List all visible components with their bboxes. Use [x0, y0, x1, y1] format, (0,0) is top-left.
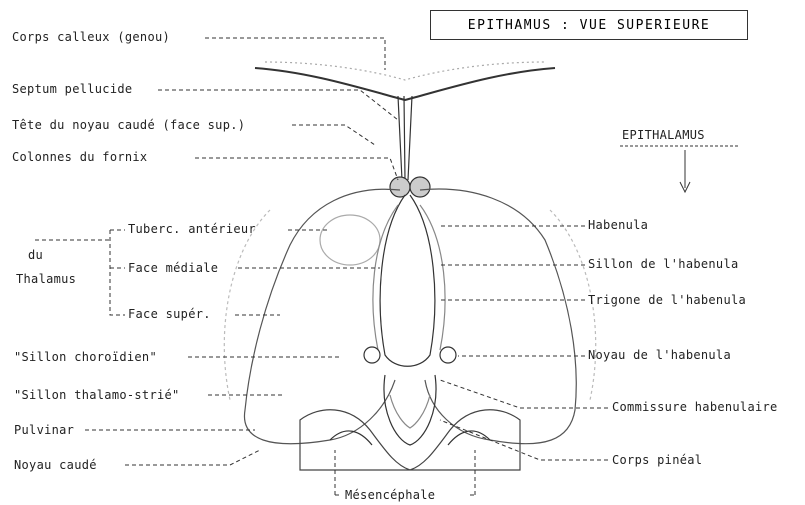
label-du: du	[28, 248, 43, 262]
corpus-callosum-outline	[255, 68, 555, 100]
label-commissure-habenulaire: Commissure habenulaire	[612, 400, 778, 414]
label-corps-calleux: Corps calleux (genou)	[12, 30, 170, 44]
fornix-column-right	[410, 177, 430, 197]
leader-corps-calleux	[205, 38, 385, 70]
label-sillon-thalamo-strie: "Sillon thalamo-strié"	[14, 388, 180, 402]
habenular-nucleus-right	[440, 347, 456, 363]
label-habenula: Habenula	[588, 218, 648, 232]
epithalamus-label: EPITHALAMUS	[622, 128, 705, 142]
leader-commissure	[440, 380, 608, 408]
septum-strands	[398, 96, 412, 180]
habenular-nucleus-left	[364, 347, 380, 363]
leader-fornix	[195, 158, 398, 180]
label-mesencephale: Mésencéphale	[345, 488, 435, 502]
label-colonnes-fornix: Colonnes du fornix	[12, 150, 147, 164]
label-thalamus: Thalamus	[16, 272, 76, 286]
leader-septum	[158, 90, 398, 120]
label-sillon-habenula: Sillon de l'habenula	[588, 257, 739, 271]
label-sillon-choroidien: "Sillon choroïdien"	[14, 350, 157, 364]
label-tete-noyau-caude: Tête du noyau caudé (face sup.)	[12, 118, 245, 132]
label-tuberc-anterieur: Tuberc. antérieur	[128, 222, 256, 236]
leader-corps-pineal	[440, 420, 608, 460]
label-noyau-habenula: Noyau de l'habenula	[588, 348, 731, 362]
diagram-title: EPITHAMUS : VUE SUPERIEURE	[430, 10, 748, 40]
leader-noyau-caude	[125, 450, 260, 465]
fornix-column-left	[390, 177, 410, 197]
label-pulvinar: Pulvinar	[14, 423, 74, 437]
label-face-mediale: Face médiale	[128, 261, 218, 275]
label-corps-pineal: Corps pinéal	[612, 453, 702, 467]
label-septum-pellucide: Septum pellucide	[12, 82, 132, 96]
label-trigone-habenula: Trigone de l'habenula	[588, 293, 746, 307]
anterior-tubercle	[320, 215, 380, 265]
thalamus-right	[420, 189, 576, 444]
label-face-super: Face supér.	[128, 307, 211, 321]
leader-tete-noyau	[292, 125, 375, 145]
label-noyau-caude: Noyau caudé	[14, 458, 97, 472]
pineal-body	[384, 375, 436, 445]
